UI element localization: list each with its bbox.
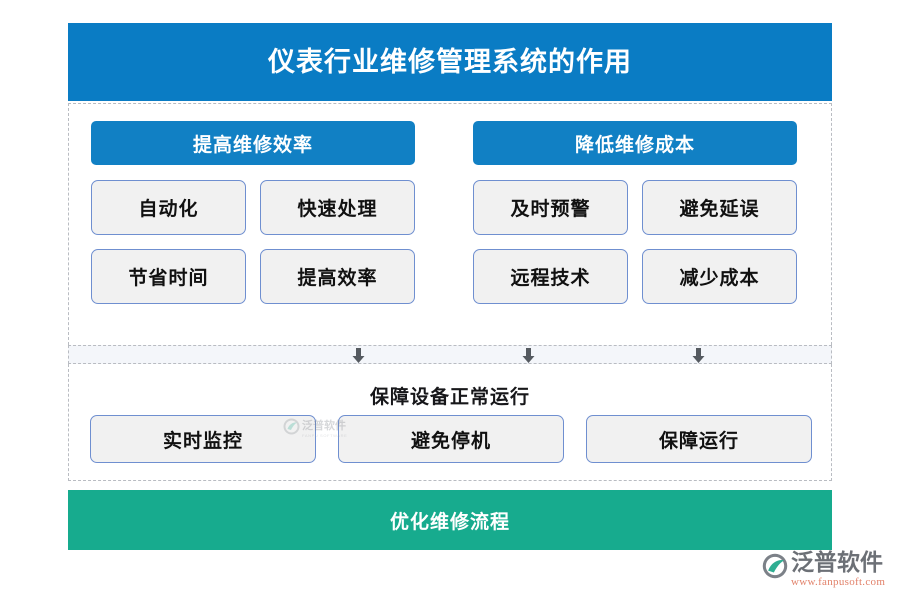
brand-website: www.fanpusoft.com: [791, 576, 886, 588]
connector-band: [68, 345, 832, 364]
header-banner: 仪表行业维修管理系统的作用: [68, 23, 832, 101]
outcome-section: 保障设备正常运行 实时监控 避免停机 保障运行: [68, 364, 832, 481]
chip-realtime-monitoring[interactable]: 实时监控: [90, 415, 316, 463]
column-items-cost: 及时预警 避免延误 远程技术 减少成本: [473, 180, 797, 304]
chip-timely-warning[interactable]: 及时预警: [473, 180, 628, 235]
footer-banner: 优化维修流程: [68, 490, 832, 550]
footer-title: 优化维修流程: [389, 511, 510, 533]
column-items-efficiency: 自动化 快速处理 节省时间 提高效率: [91, 180, 415, 304]
chip-ensure-operation[interactable]: 保障运行: [586, 415, 812, 463]
brand-text: 泛普软件 www.fanpusoft.com: [791, 551, 885, 588]
brand-swoosh-icon: [762, 553, 788, 584]
benefits-section: 提高维修效率 自动化 快速处理 节省时间 提高效率 降低维修成本 及时预警 避免…: [68, 103, 832, 345]
chip-avoid-delay[interactable]: 避免延误: [642, 180, 797, 235]
chip-avoid-downtime[interactable]: 避免停机: [338, 415, 564, 463]
column-header-cost: 降低维修成本: [473, 121, 797, 165]
arrow-down-icon: [522, 348, 535, 363]
brand-logo: 泛普软件 www.fanpusoft.com: [762, 551, 885, 588]
arrow-down-icon: [692, 348, 705, 363]
page-title: 仪表行业维修管理系统的作用: [268, 46, 632, 77]
arrow-down-icon: [352, 348, 365, 363]
chip-remote-tech[interactable]: 远程技术: [473, 249, 628, 304]
column-header-efficiency: 提高维修效率: [91, 121, 415, 165]
chip-fast-processing[interactable]: 快速处理: [260, 180, 415, 235]
brand-name: 泛普软件: [791, 549, 883, 575]
outcome-items: 实时监控 避免停机 保障运行: [90, 415, 812, 463]
chip-automation[interactable]: 自动化: [91, 180, 246, 235]
chip-improve-efficiency[interactable]: 提高效率: [260, 249, 415, 304]
chip-save-time[interactable]: 节省时间: [91, 249, 246, 304]
benefit-column-efficiency: 提高维修效率 自动化 快速处理 节省时间 提高效率: [91, 121, 415, 304]
outcome-title: 保障设备正常运行: [369, 387, 530, 408]
benefit-column-cost: 降低维修成本 及时预警 避免延误 远程技术 减少成本: [473, 121, 797, 304]
chip-reduce-cost[interactable]: 减少成本: [642, 249, 797, 304]
